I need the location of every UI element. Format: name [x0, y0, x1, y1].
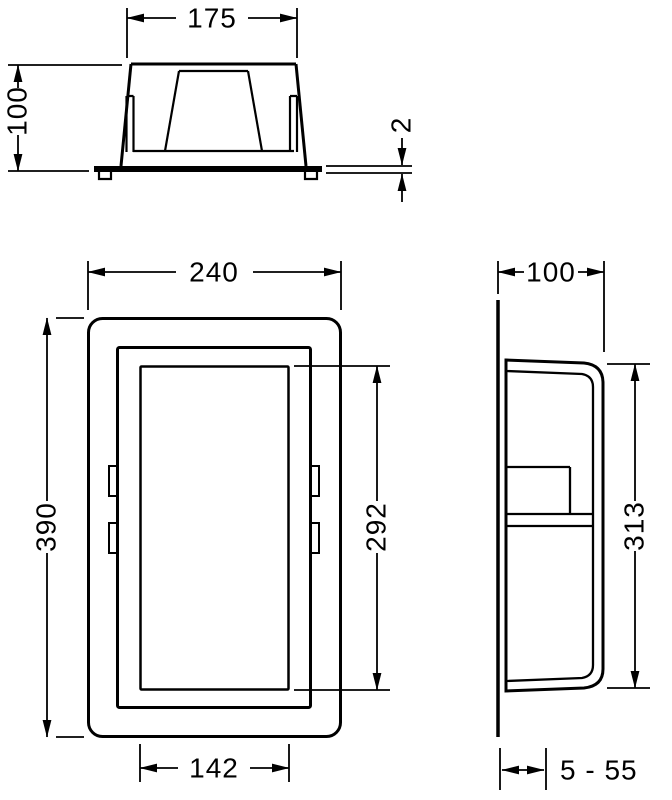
dim-front-height [42, 317, 84, 738]
dim-front-height-label: 390 [31, 502, 62, 552]
dim-flange-thickness-label: 2 [386, 117, 417, 134]
dim-opening-height [294, 365, 390, 691]
dim-opening-height-label: 292 [361, 502, 392, 552]
dim-side-height-label: 313 [619, 501, 650, 551]
dim-installation-depth-label: 5 - 55 [560, 755, 638, 786]
front-view [87, 317, 342, 738]
dim-front-width [87, 261, 342, 310]
clip-right-top [309, 465, 320, 497]
front-outer-frame [87, 317, 342, 738]
dim-top-width [126, 8, 298, 58]
side-body-outline [504, 358, 605, 693]
cavity-left-slant [163, 70, 181, 152]
dim-side-depth [497, 261, 605, 352]
dim-top-width-label: 175 [187, 3, 237, 34]
side-shelf-step [506, 465, 593, 528]
clip-right-bottom [309, 522, 320, 554]
dim-top-height [8, 64, 122, 172]
front-middle-frame [116, 346, 312, 709]
dim-side-height [607, 363, 650, 689]
top-section-view [94, 62, 322, 181]
clip-left-bottom [108, 522, 119, 554]
dim-installation-depth [499, 748, 547, 790]
top-view-flange [94, 166, 322, 172]
mounting-clips [108, 465, 320, 554]
clip-left-top [108, 465, 119, 497]
left-bracket [125, 94, 135, 152]
dim-top-height-label: 100 [2, 86, 33, 136]
dim-front-width-label: 240 [189, 257, 239, 288]
top-view-inner-details [97, 69, 319, 181]
dim-opening-width-label: 142 [189, 753, 239, 784]
front-opening [139, 365, 290, 691]
dim-side-depth-label: 100 [526, 257, 576, 288]
right-hook [303, 172, 319, 181]
dim-opening-width [139, 744, 290, 782]
cavity-right-slant [246, 70, 264, 152]
left-hook [97, 172, 113, 181]
side-view [496, 300, 605, 737]
right-bracket [288, 94, 299, 152]
dim-flange-thickness [326, 138, 412, 202]
